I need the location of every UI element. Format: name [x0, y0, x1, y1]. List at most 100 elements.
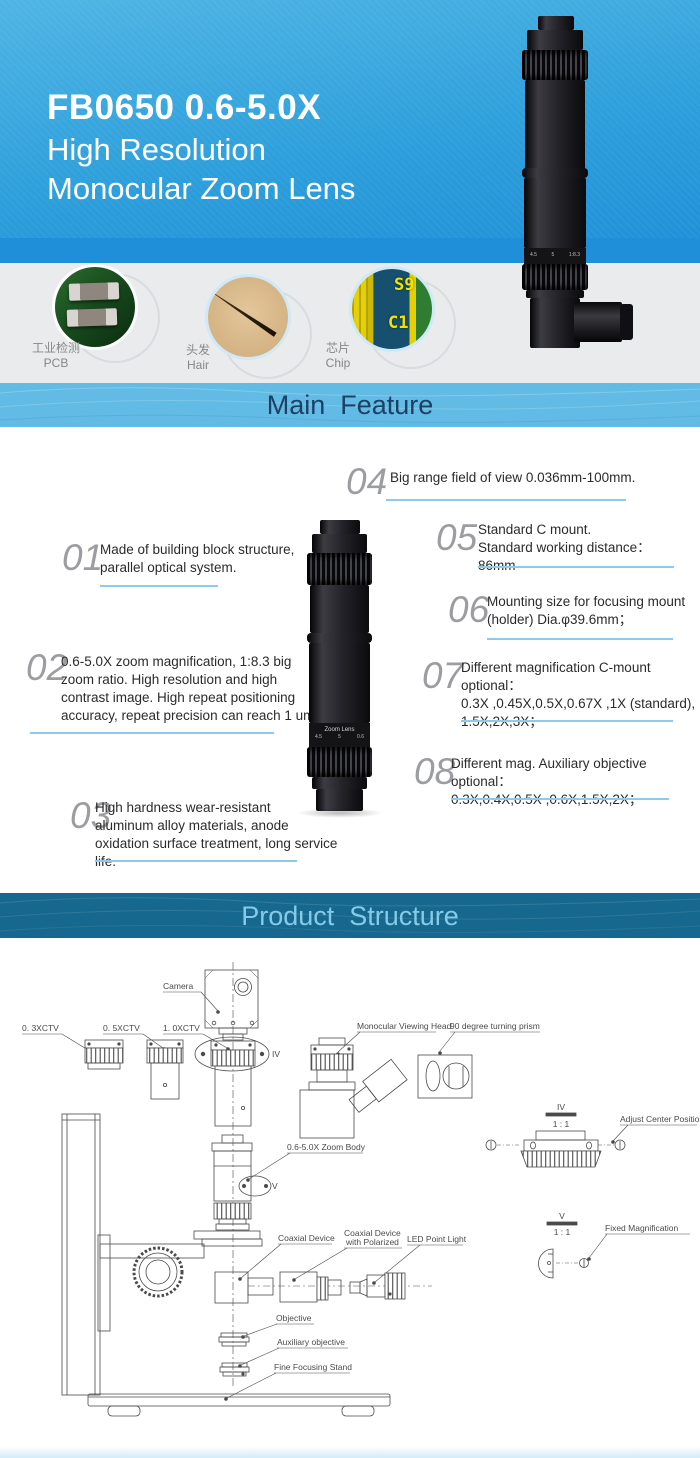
feature-number: 03: [70, 795, 112, 836]
lens-mid-flange: [522, 168, 588, 178]
lens-neck: [312, 534, 367, 553]
hero-title-block: FB0650 0.6-5.0X High Resolution Monocula…: [47, 90, 355, 204]
chip-sample-label: 芯片 Chip: [302, 341, 374, 371]
lens-scale-band: Zoom Lens 4.5 5 0.6: [309, 723, 370, 747]
ctv03-label: 0. 3XCTV: [22, 1023, 59, 1033]
coaxial-polarized-drawing: [279, 1271, 342, 1303]
feature-number: 01: [62, 537, 104, 578]
lens-label: Zoom Lens: [324, 727, 355, 733]
auxiliary-objective-label: Auxiliary objective: [277, 1337, 345, 1347]
feature-underline: [461, 720, 673, 722]
fine-focusing-stand-label: Fine Focusing Stand: [274, 1362, 352, 1372]
pcb-sample-label: 工业检测 PCB: [18, 341, 94, 371]
camera-drawing: [204, 969, 259, 1041]
fixed-magnification-drawing: [538, 1248, 589, 1279]
pcb-sample-image: [55, 267, 135, 347]
lens-scale-mark: 4.5: [315, 734, 322, 740]
scale-v-ratio: 1 : 1: [554, 1227, 571, 1237]
product-structure-header-band: Product Structure: [0, 893, 700, 938]
lens-scale-band: 4.5 5 1:8.3: [524, 248, 586, 264]
ctv03-drawing: [84, 1039, 124, 1070]
lens-mount: [316, 789, 363, 811]
lens-knurl-ring-top: [522, 50, 588, 80]
pcb-label-en: PCB: [43, 356, 69, 370]
objective-drawing: [218, 1332, 250, 1347]
smd-component: [68, 282, 120, 301]
chip-sample-image: S9 C1: [352, 269, 432, 349]
lens-ring: [312, 777, 367, 789]
zoom-body-drawing: [211, 1134, 272, 1231]
feature-number: 05: [436, 517, 478, 558]
lens-knurl-ring-bottom: [307, 747, 372, 777]
lens-neck: [527, 30, 583, 50]
hair-label-en: Hair: [186, 358, 209, 372]
feature-text: Big range field of view 0.036mm-100mm.: [390, 470, 636, 485]
lens-side-port: [574, 302, 622, 342]
monocular-head-label: Monocular Viewing Head: [357, 1021, 452, 1031]
feature-text: 0.6-5.0X zoom magnification, 1:8.3 big z…: [61, 654, 319, 723]
lens-knurl-ring-top: [307, 553, 372, 585]
footer-strip: [0, 1446, 700, 1458]
lens-side-port-cap: [620, 304, 633, 340]
wave-decoration: [0, 897, 700, 933]
scale-iv-label: IV: [557, 1102, 565, 1112]
structure-diagram: Camera 0. 3XCTV 0. 5XCTV 1. 0XCTV: [22, 962, 700, 1417]
lens-top-cap: [320, 520, 360, 534]
ctv10-label: 1. 0XCTV: [163, 1023, 200, 1033]
main-feature-header-band: Main Feature: [0, 383, 700, 427]
ctv05-label: 0. 5XCTV: [103, 1023, 140, 1033]
ctv10-drawing: [194, 1036, 270, 1127]
pcb-board-background: [55, 267, 135, 347]
feature-number: 04: [346, 461, 388, 502]
adjust-center-label: Adjust Center Position: [620, 1114, 700, 1124]
feature-underline: [30, 732, 274, 734]
lens-bottom-tube: [530, 298, 580, 348]
product-model-title: FB0650 0.6-5.0X: [47, 88, 322, 127]
main-feature-title: Main Feature: [266, 390, 434, 420]
fixed-magnification-label: Fixed Magnification: [605, 1223, 679, 1233]
coaxial-device-label: Coaxial Device: [278, 1233, 335, 1243]
chip-marking-top: S9: [394, 275, 415, 295]
lens-lower-barrel: [524, 178, 586, 248]
lens-mid-flange: [307, 633, 372, 643]
lens-scale-mark: 5: [551, 252, 555, 258]
product-structure-title: Product Structure: [241, 901, 459, 931]
feature-underline: [100, 585, 218, 587]
features-section: 01 Made of building block structure, par…: [0, 427, 700, 893]
feature-number: 07: [422, 655, 464, 696]
product-subtitle-2: Monocular Zoom Lens: [47, 171, 356, 206]
feature-number: 06: [448, 589, 490, 630]
scale-iv-ratio: 1 : 1: [553, 1119, 570, 1129]
hero-lens-photo: 4.5 5 1:8.3: [522, 16, 642, 348]
feature-text: High hardness wear-resistant aluminum al…: [95, 800, 338, 869]
chip-background: [352, 269, 432, 349]
feature-underline: [95, 860, 297, 862]
coaxial-polarized-label-1: Coaxial Device: [344, 1228, 401, 1238]
feature-underline: [386, 499, 626, 501]
zoom-body-label: 0.6-5.0X Zoom Body: [287, 1142, 366, 1152]
scale-v-label: V: [559, 1211, 565, 1221]
feature-number: 02: [26, 647, 68, 688]
structure-diagram-section: Camera 0. 3XCTV 0. 5XCTV 1. 0XCTV: [0, 938, 700, 1458]
prism-label: 90 degree turning prism: [450, 1021, 540, 1031]
coaxial-device-drawing: [214, 1271, 274, 1304]
lens-upper-barrel: [310, 585, 369, 633]
lens-knurl-ring-bottom: [522, 264, 588, 290]
lens-lower-barrel: [309, 643, 370, 723]
hair-label-zh: 头发: [185, 343, 210, 357]
lens-ring: [526, 290, 584, 298]
chip-label-zh: 芯片: [325, 341, 350, 355]
scale-iv-bar: [545, 1112, 577, 1117]
stand-drawing: [61, 1113, 391, 1417]
feature-underline: [478, 566, 674, 568]
feature-underline: [487, 638, 673, 640]
monocular-head-drawing: [299, 1037, 408, 1139]
lens-scale-mark: 5: [338, 734, 341, 740]
feature-underline: [451, 798, 669, 800]
feature-text: Made of building block structure, parall…: [100, 542, 295, 575]
iv-mark-label: IV: [272, 1049, 280, 1059]
lens-shadow: [297, 808, 383, 818]
product-subtitle-1: High Resolution: [47, 132, 266, 167]
lens-top-cap: [538, 16, 574, 30]
